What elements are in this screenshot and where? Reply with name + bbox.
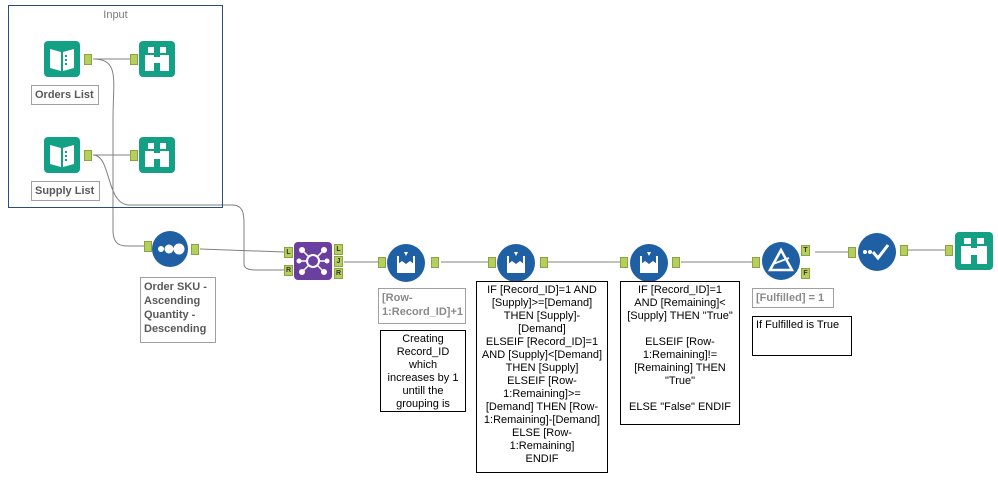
join-tool[interactable] [294, 242, 332, 280]
binoculars-icon [139, 41, 175, 77]
filter-input-anchor[interactable] [752, 257, 760, 268]
filter-tool[interactable] [762, 242, 800, 280]
formula1-input-anchor[interactable] [378, 257, 386, 268]
comment-fulfilled-formula[interactable]: IF [Record_ID]=1 AND [Remaining]< [Suppl… [620, 281, 740, 425]
input-container[interactable]: Input [8, 5, 223, 208]
supply-output-anchor[interactable] [84, 150, 92, 161]
filter-annotation: [Fulfilled] = 1 [752, 288, 834, 308]
beaker-icon [630, 244, 668, 282]
sort-output-anchor[interactable] [191, 244, 199, 255]
browse3-input-anchor[interactable] [945, 245, 953, 256]
comment-record-id[interactable]: Creating Record_ID which increases by 1 … [380, 330, 466, 412]
binoculars-icon [955, 232, 993, 270]
formula3-output-anchor[interactable] [672, 257, 680, 268]
sort-config-label: Order SKU - Ascending Quantity - Descend… [140, 277, 216, 343]
beaker-icon [497, 244, 535, 282]
sort-input-anchor[interactable] [144, 241, 152, 252]
orders-output-anchor[interactable] [84, 54, 92, 65]
filter-false-anchor[interactable]: F [801, 268, 810, 279]
final-browse-tool[interactable] [955, 232, 993, 270]
supply-browse-tool[interactable] [139, 137, 175, 173]
container-title: Input [103, 9, 128, 21]
checkmark-icon [858, 233, 896, 271]
binoculars-icon [139, 137, 175, 173]
wire-supply-to-join-right [92, 154, 284, 271]
orders-input-label: Orders List [31, 85, 99, 105]
dots-icon [152, 231, 188, 267]
join-left-anchor[interactable]: L [284, 247, 293, 258]
wire-orders-to-sort [92, 58, 146, 247]
join-join-output-anchor[interactable]: J [334, 256, 343, 267]
join-right-anchor[interactable]: R [284, 265, 293, 276]
sort-tool[interactable] [152, 231, 188, 267]
formula1-annotation: [Row- 1:Record_ID]+1 [378, 288, 466, 324]
join-left-output-anchor[interactable]: L [334, 244, 343, 255]
browse1-input-anchor[interactable] [130, 54, 138, 65]
select-input-anchor[interactable] [848, 247, 856, 258]
orders-browse-tool[interactable] [139, 41, 175, 77]
formula2-input-anchor[interactable] [488, 257, 496, 268]
formula3-input-anchor[interactable] [620, 257, 628, 268]
filter-true-anchor[interactable]: T [801, 245, 810, 256]
supply-input-label: Supply List [31, 181, 100, 201]
formula2-tool[interactable] [497, 244, 535, 282]
select-output-anchor[interactable] [900, 245, 908, 256]
formula1-output-anchor[interactable] [431, 257, 439, 268]
book-icon [44, 137, 80, 173]
browse2-input-anchor[interactable] [130, 150, 138, 161]
orders-input-tool[interactable] [44, 41, 80, 77]
beaker-icon [387, 244, 425, 282]
join-right-output-anchor[interactable]: R [334, 268, 343, 279]
formula3-tool[interactable] [630, 244, 668, 282]
triangle-filter-icon [762, 242, 800, 280]
wire-sort-to-join-left [199, 248, 285, 253]
comment-filter-note[interactable]: If Fulfilled is True [752, 316, 852, 356]
select-tool[interactable] [858, 233, 896, 271]
book-icon [44, 41, 80, 77]
formula1-tool[interactable] [387, 244, 425, 282]
join-network-icon [294, 242, 332, 280]
comment-supply-formula[interactable]: IF [Record_ID]=1 AND [Supply]>=[Demand] … [476, 281, 608, 473]
supply-input-tool[interactable] [44, 137, 80, 173]
formula2-output-anchor[interactable] [540, 257, 548, 268]
